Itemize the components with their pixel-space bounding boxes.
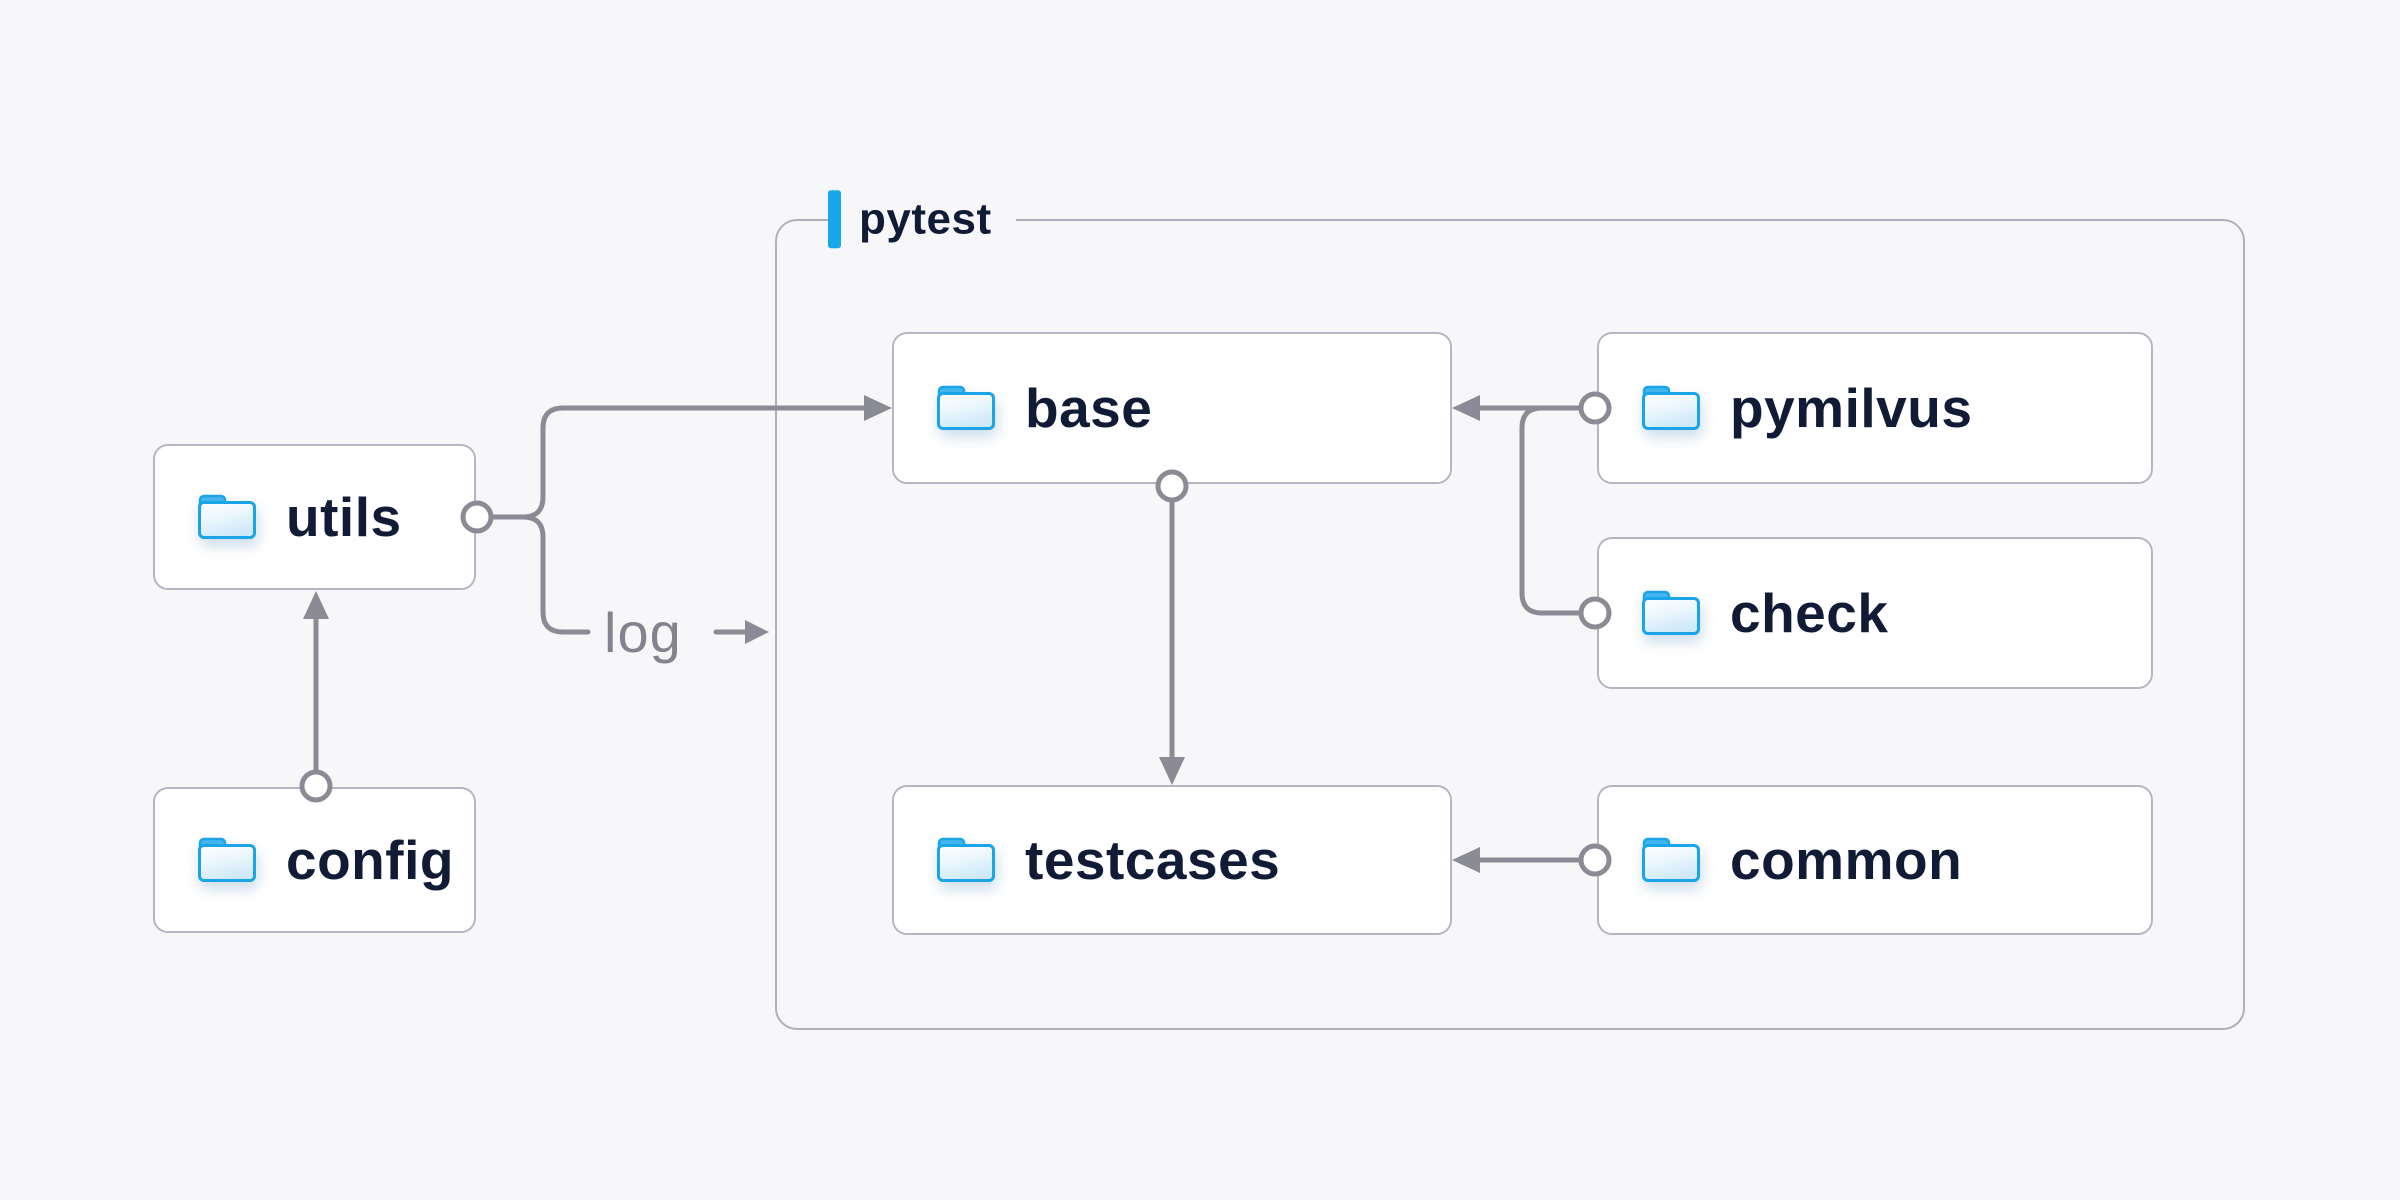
edge-config-utils-arrowhead [303, 591, 329, 619]
log-edge-label: log [604, 601, 682, 664]
node-base-label: base [1025, 376, 1153, 439]
node-pymilvus-label: pymilvus [1730, 376, 1973, 439]
folder-icon [1642, 837, 1700, 882]
pytest-group-container: pytest [775, 190, 2245, 1030]
node-testcases: testcases [892, 785, 1452, 935]
node-utils: utils [153, 444, 476, 590]
node-config: config [153, 787, 476, 933]
node-check: check [1597, 537, 2153, 689]
pytest-group-title: pytest [859, 194, 992, 244]
node-pymilvus: pymilvus [1597, 332, 2153, 484]
folder-icon [937, 837, 995, 882]
node-testcases-label: testcases [1025, 828, 1281, 891]
folder-icon [198, 837, 256, 882]
folder-icon [198, 494, 256, 539]
folder-icon [1642, 385, 1700, 430]
folder-icon [1642, 590, 1700, 635]
node-check-label: check [1730, 581, 1889, 644]
node-common-label: common [1730, 828, 1963, 891]
folder-icon [937, 385, 995, 430]
node-config-label: config [286, 828, 454, 891]
node-base: base [892, 332, 1452, 484]
edge-log-arrowhead [745, 620, 769, 644]
node-utils-label: utils [286, 485, 402, 548]
edge-utils-log-line [520, 514, 591, 635]
pytest-group-label: pytest [828, 190, 1016, 249]
accent-bar-icon [828, 190, 841, 249]
node-common: common [1597, 785, 2153, 935]
